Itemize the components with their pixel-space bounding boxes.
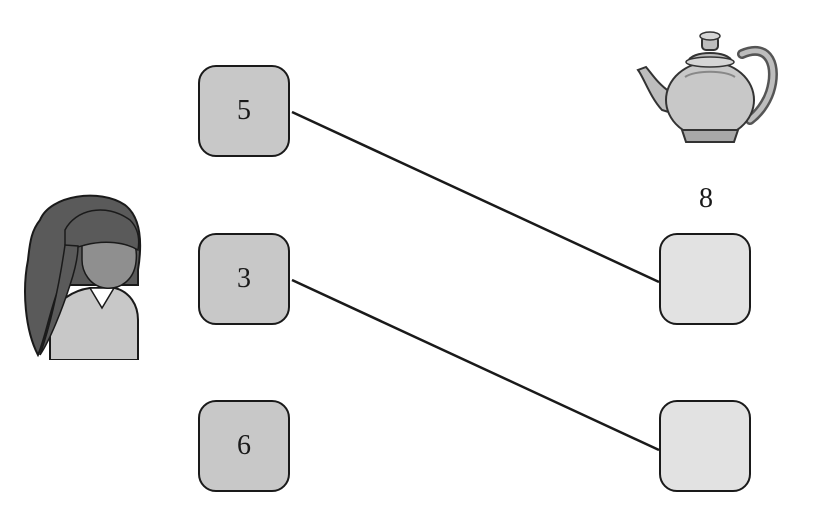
number-box-5: 5 [198,65,290,157]
number-box-value: 3 [237,263,251,294]
number-box-6: 6 [198,400,290,492]
connection-line-5-to-right-box-1 [291,110,660,284]
teapot-value-label: 8 [699,183,713,214]
number-box-3: 3 [198,233,290,325]
girl-icon [24,194,142,360]
number-box-value: 5 [237,95,251,126]
answer-box-2[interactable] [659,400,751,492]
answer-box-1[interactable] [659,233,751,325]
teapot-icon [636,31,778,143]
connection-line-3-to-right-box-2 [291,278,660,452]
number-box-value: 6 [237,430,251,461]
